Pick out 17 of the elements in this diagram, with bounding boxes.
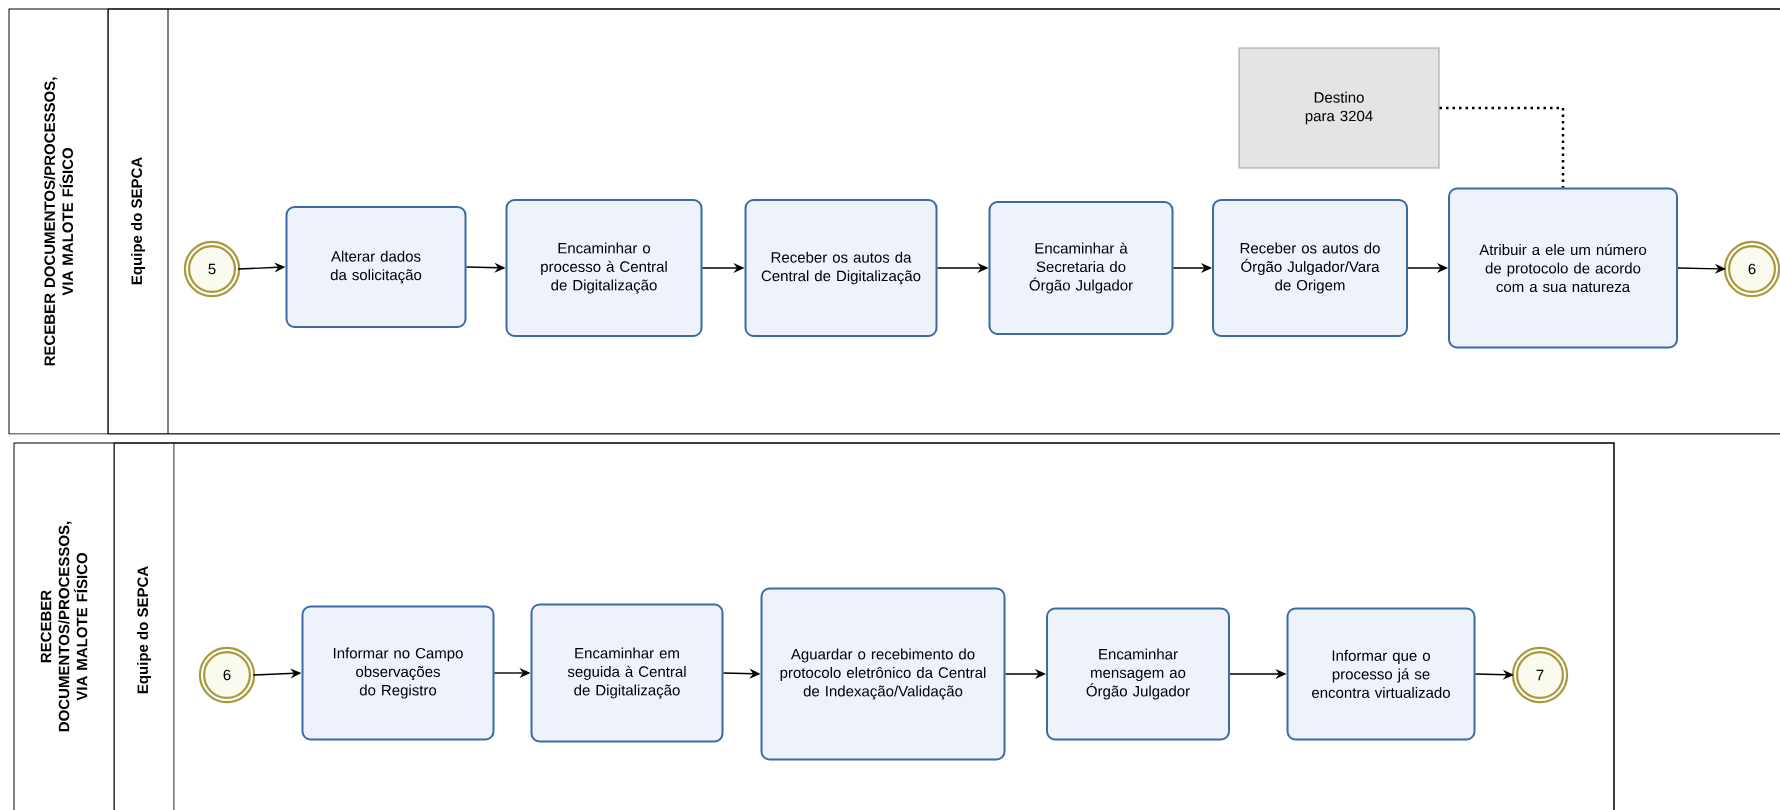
task-box: Encaminhar em seguida à Central de Digitalização	[530, 603, 724, 743]
annotation-box: Destino para 3204	[1238, 47, 1440, 169]
link-event: 6	[198, 646, 256, 704]
task-box: Atribuir a ele um número de protocolo de acordo com a sua natureza	[1448, 187, 1678, 349]
task-box: Informar que o processo já se encontra virtualizado	[1286, 607, 1476, 741]
task-box: Encaminhar o processo à Central de Digitalização	[505, 199, 703, 337]
task-box: Encaminhar à Secretaria do Órgão Julgador	[988, 201, 1174, 335]
task-box: Informar no Campo observações do Registro	[301, 605, 495, 741]
task-box: Aguardar o recebimento do protocolo eletrônico da Central de Indexação/Validação	[760, 587, 1006, 761]
task-box: Encaminhar mensagem ao Órgão Julgador	[1046, 607, 1230, 741]
link-event: 6	[1723, 240, 1780, 298]
task-box: Receber os autos da Central de Digitalização	[744, 199, 938, 337]
link-event: 7	[1511, 646, 1569, 704]
link-event: 5	[183, 240, 241, 298]
task-box: Receber os autos do Órgão Julgador/Vara de Origem	[1212, 199, 1408, 337]
task-box: Alterar dados da solicitação	[285, 206, 467, 328]
association-line	[1439, 106, 1565, 188]
